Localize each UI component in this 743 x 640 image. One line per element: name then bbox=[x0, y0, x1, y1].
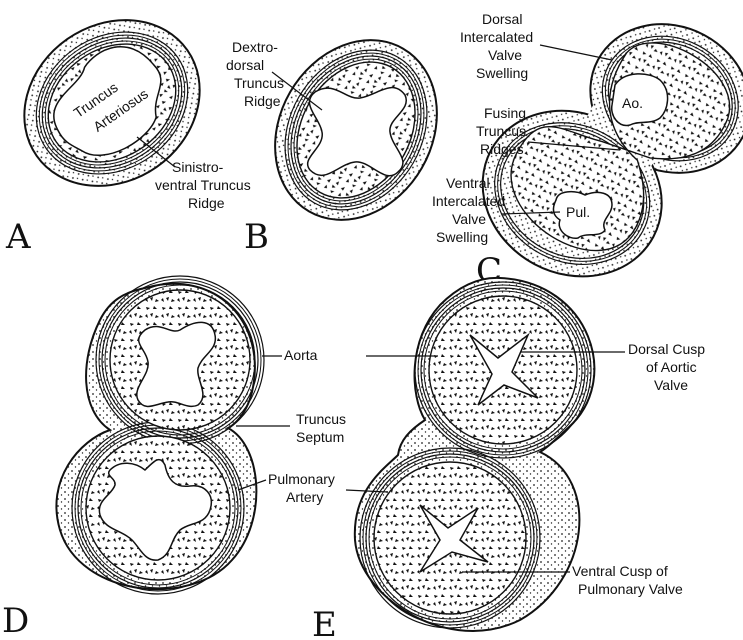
ventral-intercalated-label-1: Ventral bbox=[446, 175, 490, 191]
panel-letter-a: A bbox=[5, 217, 31, 257]
dorsal-cusp-label-3: Valve bbox=[654, 377, 688, 393]
panel-e: Dorsal Cusp of Aortic Valve Ventral Cusp… bbox=[312, 278, 705, 640]
dorsal-intercalated-label-3: Valve bbox=[488, 47, 522, 63]
ventral-cusp-label-2: Pulmonary Valve bbox=[578, 581, 683, 597]
dorsal-intercalated-label-2: Intercalated bbox=[460, 29, 533, 45]
ventral-intercalated-label-3: Valve bbox=[452, 211, 486, 227]
dorsal-cusp-label-1: Dorsal Cusp bbox=[628, 341, 705, 357]
panel-a: Truncus Arteriosus Sinistro- ventral Tru… bbox=[0, 0, 251, 257]
sinistro-ventral-label-2: ventral Truncus bbox=[155, 177, 251, 193]
pulmonary-abbrev-label: Pul. bbox=[566, 204, 590, 220]
pulmonary-artery-label-1: Pulmonary bbox=[268, 471, 335, 487]
truncus-septum-label-1: Truncus bbox=[296, 411, 346, 427]
sinistro-ventral-label-1: Sinistro- bbox=[172, 159, 224, 175]
panel-letter-b: B bbox=[244, 217, 269, 257]
truncus-septum-label-2: Septum bbox=[296, 429, 344, 445]
sinistro-ventral-label-3: Ridge bbox=[188, 195, 225, 211]
dextro-dorsal-label-1: Dextro- bbox=[232, 39, 278, 55]
panel-c: Ao. Pul. Dorsal Intercalated Valve Swell… bbox=[432, 0, 743, 322]
dextro-dorsal-label-4: Ridge bbox=[244, 93, 281, 109]
fusing-ridges-label-1: Fusing bbox=[484, 105, 526, 121]
panel-d: Aorta Truncus Septum Pulmonary Artery D bbox=[2, 276, 346, 640]
ventral-intercalated-label-4: Swelling bbox=[436, 229, 488, 245]
panel-letter-e: E bbox=[312, 605, 337, 640]
dextro-dorsal-label-3: Truncus bbox=[234, 75, 284, 91]
ventral-intercalated-label-2: Intercalated bbox=[432, 193, 505, 209]
dorsal-intercalated-label-4: Swelling bbox=[476, 65, 528, 81]
dorsal-intercalated-label-1: Dorsal bbox=[482, 11, 522, 27]
panel-letter-d: D bbox=[2, 601, 29, 640]
dorsal-cusp-label-2: of Aortic bbox=[646, 359, 697, 375]
dextro-dorsal-label-2: dorsal bbox=[226, 57, 264, 73]
aorta-abbrev-label: Ao. bbox=[622, 95, 643, 111]
aorta-label-d: Aorta bbox=[284, 347, 318, 363]
panel-b: Dextro- dorsal Truncus Ridge B bbox=[226, 11, 469, 257]
leader-line bbox=[540, 45, 612, 60]
pulmonary-artery-label-2: Artery bbox=[286, 489, 323, 505]
fusing-ridges-label-3: Ridges bbox=[480, 141, 524, 157]
fusing-ridges-label-2: Truncus bbox=[476, 123, 526, 139]
ventral-cusp-label-1: Ventral Cusp of bbox=[572, 563, 668, 579]
